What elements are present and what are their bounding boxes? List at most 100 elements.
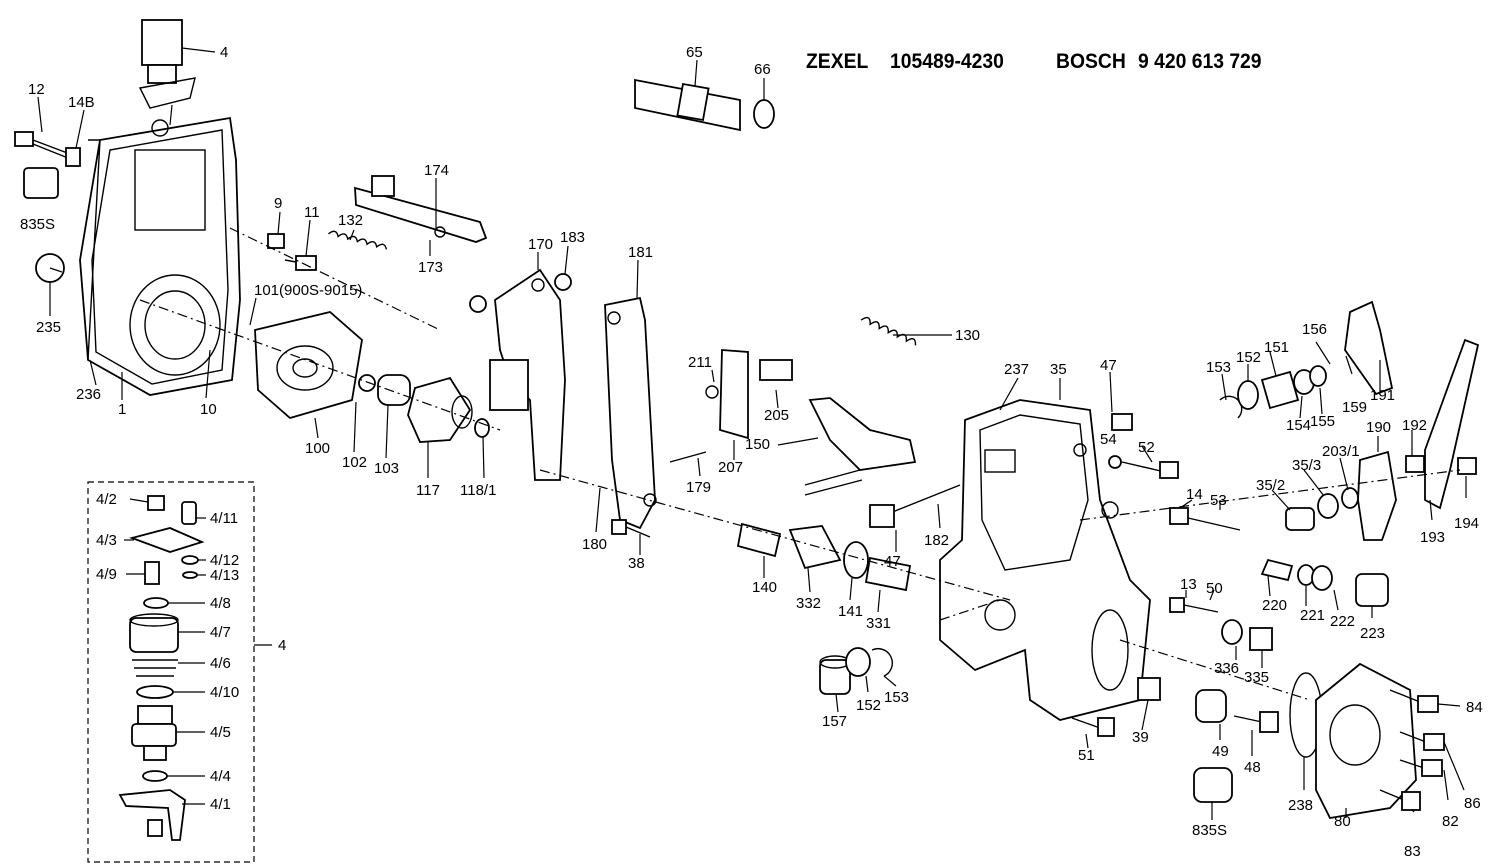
callout-153-b: 153: [1206, 359, 1231, 376]
washer-66: [753, 99, 775, 129]
callout-194: 194: [1454, 515, 1479, 532]
callout-101: 101(900S-9015): [254, 282, 362, 299]
callout-152-a: 152: [856, 697, 881, 714]
callout-154: 154: [1286, 417, 1311, 434]
inset-callout-4-11: 4/11: [210, 510, 238, 527]
callout-221: 221: [1300, 607, 1325, 624]
callout-179: 179: [686, 479, 711, 496]
bolt-47-a: [1111, 413, 1133, 431]
inset-callout-4-10: 4/10: [210, 684, 239, 701]
callout-66: 66: [754, 61, 771, 78]
callout-174: 174: [424, 162, 449, 179]
callout-170: 170: [528, 236, 553, 253]
bolt-38: [611, 519, 651, 538]
part-222: [1311, 565, 1333, 591]
lever-170: [489, 268, 566, 481]
callout-235: 235: [36, 319, 61, 336]
callout-65: 65: [686, 44, 703, 61]
part-14b: [65, 147, 81, 167]
inset-callout-4-8: 4/8: [210, 595, 231, 612]
callout-192: 192: [1402, 417, 1427, 434]
callout-157: 157: [822, 713, 847, 730]
callout-132: 132: [338, 212, 363, 229]
bolt-47-b: [869, 504, 895, 528]
shaft-182: [884, 484, 961, 516]
callout-335: 335: [1244, 669, 1269, 686]
zexel-brand: ZEXEL: [806, 50, 869, 73]
callout-130: 130: [955, 327, 980, 344]
callout-223: 223: [1360, 625, 1385, 642]
callout-118-1: 118/1: [460, 482, 496, 499]
callout-183: 183: [560, 229, 585, 246]
washer-118-1: [474, 418, 490, 438]
callout-35-3: 35/3: [1292, 457, 1321, 474]
callout-182: 182: [924, 532, 949, 549]
callout-100: 100: [305, 440, 330, 457]
nut-183: [554, 273, 572, 291]
callout-51: 51: [1078, 747, 1095, 764]
lever-193: [1424, 338, 1480, 510]
callout-12: 12: [28, 81, 45, 98]
governor-housing-part: [79, 116, 241, 396]
spring-140: [736, 522, 782, 558]
clip-153-a: [871, 647, 893, 677]
callout-835s-b: 835S: [1192, 822, 1227, 839]
inset-callout-4-1: 4/1: [210, 796, 231, 813]
callout-52: 52: [1138, 439, 1155, 456]
callout-13: 13: [1180, 576, 1197, 593]
bolt-194: [1457, 457, 1477, 475]
screw-12-part: [14, 131, 71, 159]
callout-205: 205: [764, 407, 789, 424]
pin-205: [759, 359, 793, 381]
ring-152-a: [845, 647, 871, 677]
washer-203-1: [1341, 487, 1359, 509]
callout-237: 237: [1004, 361, 1029, 378]
bolt-83: [1379, 789, 1421, 811]
callout-155: 155: [1310, 413, 1335, 430]
bolt-53: [1169, 507, 1241, 531]
callout-117: 117: [416, 482, 440, 499]
plug-151: [1260, 370, 1300, 410]
part-191: [1344, 300, 1394, 396]
callout-50: 50: [1206, 580, 1223, 597]
screw-51: [1071, 717, 1115, 737]
callout-9: 9: [274, 195, 282, 212]
callout-102: 102: [342, 454, 367, 471]
bearing-117: [407, 376, 473, 443]
callout-151: 151: [1264, 339, 1289, 356]
bolt-52: [1121, 461, 1179, 479]
sleeve-103: [377, 374, 411, 406]
inset-callout-4-6: 4/6: [210, 655, 231, 672]
callout-14: 14: [1186, 486, 1203, 503]
callout-203-1: 203/1: [1322, 443, 1360, 460]
callout-labels: 4 12 14B 835S 235 236 1 10 9 11 132 174 …: [20, 44, 1483, 860]
bolt-86: [1399, 731, 1445, 751]
callout-236: 236: [76, 386, 101, 403]
inset-callout-4-4: 4/4: [210, 768, 231, 785]
callout-156: 156: [1302, 321, 1327, 338]
callout-193: 193: [1420, 529, 1445, 546]
screw-11: [284, 255, 317, 271]
nut-35-2: [1285, 507, 1315, 531]
callout-141: 141: [838, 603, 863, 620]
callout-39: 39: [1132, 729, 1149, 746]
bolt-335: [1221, 619, 1273, 651]
nut-39: [1137, 677, 1161, 701]
callout-48: 48: [1244, 759, 1261, 776]
callout-82: 82: [1442, 813, 1459, 830]
callout-35-2: 35/2: [1256, 477, 1285, 494]
plug-49: [1195, 689, 1227, 723]
callout-180: 180: [582, 536, 607, 553]
callout-86: 86: [1464, 795, 1481, 812]
callout-140: 140: [752, 579, 777, 596]
callout-159: 159: [1342, 399, 1367, 416]
spring-331: [864, 556, 912, 592]
callout-4: 4: [220, 44, 228, 61]
pressure-valve-part-4: [138, 19, 196, 126]
callout-220: 220: [1262, 597, 1287, 614]
callout-11: 11: [304, 204, 320, 221]
plug-157: [819, 655, 851, 695]
callout-835s-a: 835S: [20, 216, 55, 233]
leader-lines: [37, 47, 1467, 820]
